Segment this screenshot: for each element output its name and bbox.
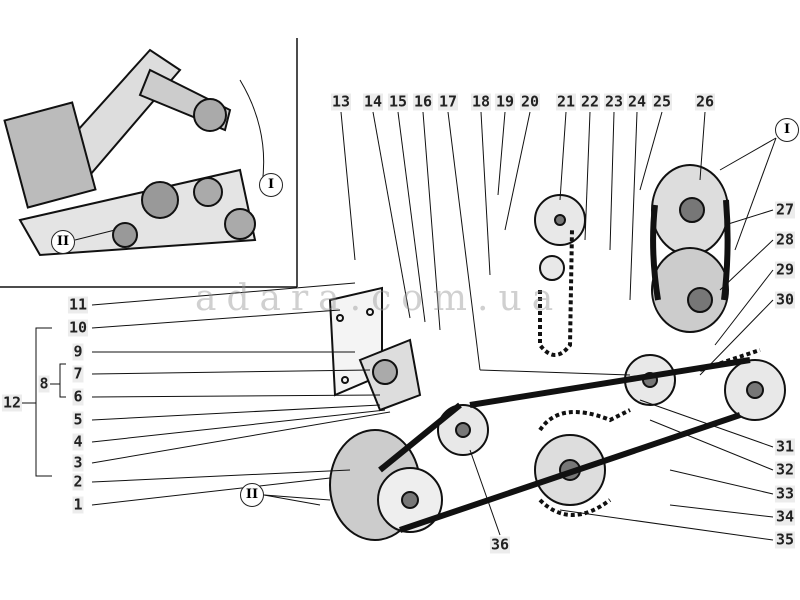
callout-label: 7 [72, 364, 84, 383]
view-marker-main-ii: II [240, 483, 264, 507]
callout-label: 10 [67, 318, 89, 337]
callout-label: 31 [774, 437, 796, 456]
watermark: adara.com.ua [195, 278, 564, 319]
callout-label: 6 [72, 387, 84, 406]
leader-lines [22, 111, 777, 541]
callout-label: 25 [651, 92, 673, 111]
group-label-12: 12 [1, 393, 23, 412]
callout-label: 32 [774, 460, 796, 479]
callout-label: 11 [67, 295, 89, 314]
callout-label: 36 [489, 535, 511, 554]
callout-label: 28 [774, 230, 796, 249]
callout-label: 4 [72, 432, 84, 451]
callout-label: 13 [330, 92, 352, 111]
callout-label: 34 [774, 507, 796, 526]
callout-label: 18 [470, 92, 492, 111]
view-marker-inset-i: I [259, 173, 283, 197]
callout-label: 3 [72, 453, 84, 472]
callout-label: 30 [774, 290, 796, 309]
callout-label: 35 [774, 530, 796, 549]
callout-label: 2 [72, 472, 84, 491]
callout-label: 17 [437, 92, 459, 111]
view-marker-inset-ii: II [51, 230, 75, 254]
callout-label: 27 [774, 200, 796, 219]
callout-label: 33 [774, 484, 796, 503]
belts [378, 199, 751, 533]
mounting-plate [328, 286, 422, 412]
callout-label: 22 [579, 92, 601, 111]
callout-label: 24 [626, 92, 648, 111]
callout-label: 29 [774, 260, 796, 279]
callout-label: 5 [72, 410, 84, 429]
callout-label: 1 [72, 495, 84, 514]
callout-label: 15 [387, 92, 409, 111]
callout-label: 23 [603, 92, 625, 111]
callout-label: 19 [494, 92, 516, 111]
callout-label: 16 [412, 92, 434, 111]
chains [538, 229, 761, 517]
view-marker-main-i: I [775, 118, 799, 142]
callout-label: 21 [555, 92, 577, 111]
group-label-8: 8 [38, 374, 50, 393]
callout-label: 14 [362, 92, 384, 111]
callout-label: 20 [519, 92, 541, 111]
callout-label: 9 [72, 342, 84, 361]
callout-label: 26 [694, 92, 716, 111]
inset-machine-sketch [3, 48, 265, 257]
inset-frame [0, 38, 298, 288]
